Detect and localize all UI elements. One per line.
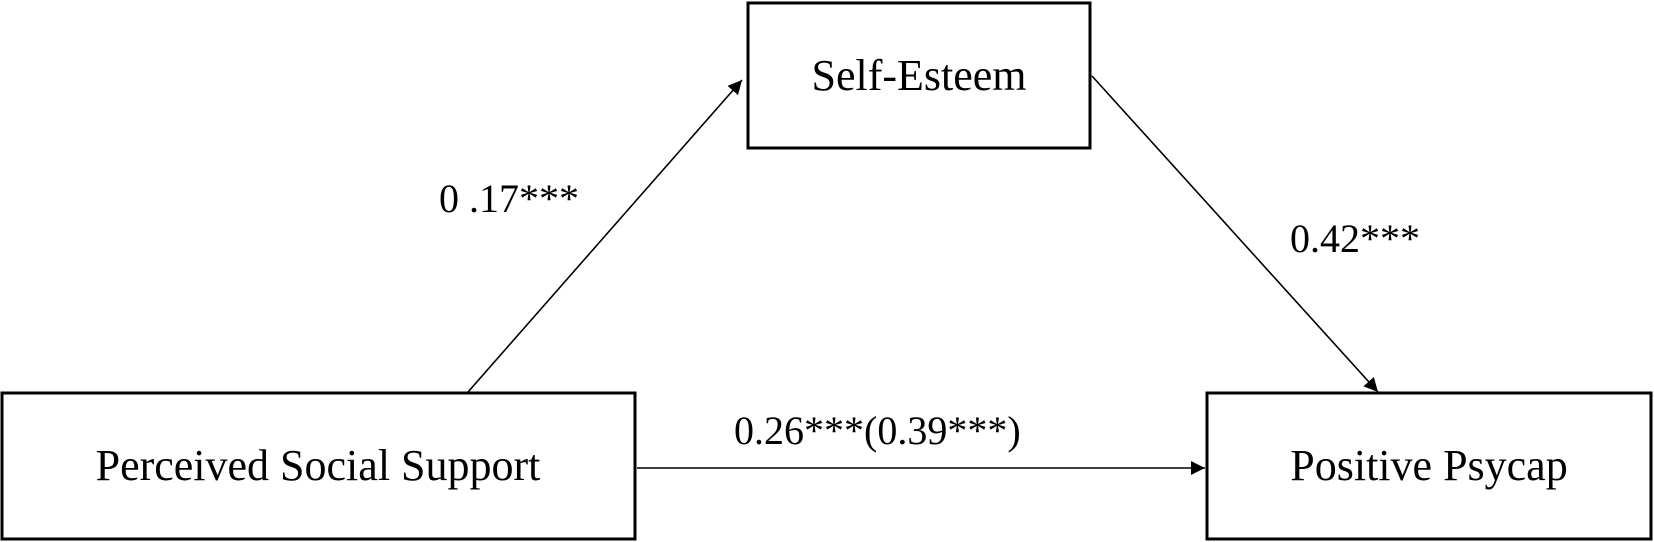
outcome-node: Positive Psycap: [1205, 391, 1653, 541]
path-c-coefficient: 0.26***(0.39***): [734, 408, 1021, 453]
mediator-node: Self-Esteem: [746, 1, 1092, 150]
predictor-label: Perceived Social Support: [96, 441, 541, 490]
predictor-node: Perceived Social Support: [0, 391, 637, 541]
path-a-arrow: [467, 79, 743, 393]
path-a-coefficient: 0 .17***: [439, 176, 579, 221]
path-b-arrow: [1091, 75, 1379, 393]
path-b-coefficient: 0.42***: [1290, 216, 1420, 261]
outcome-label: Positive Psycap: [1290, 441, 1567, 490]
mediator-label: Self-Esteem: [811, 51, 1026, 100]
